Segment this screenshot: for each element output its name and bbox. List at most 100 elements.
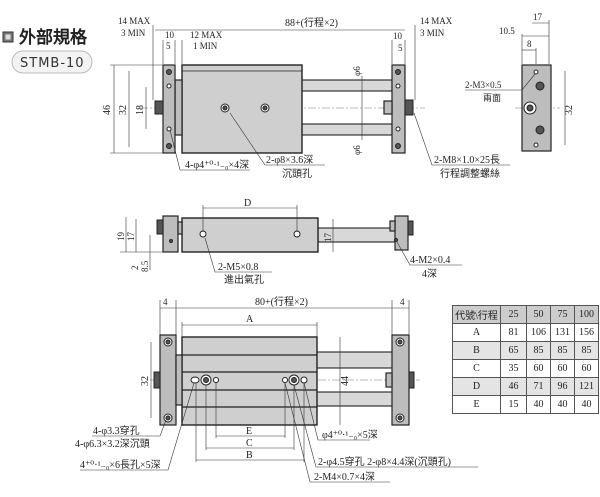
dim-height-18: 18 (135, 105, 146, 115)
bolt (394, 238, 398, 242)
bolt (395, 69, 401, 75)
dim-width-17: 17 (533, 12, 543, 22)
note-tap-sub: 4深 (422, 268, 437, 280)
table-header-row: 代號\行程 25 50 75 100 (452, 305, 599, 324)
dim-right-max: 14 MAX (420, 16, 453, 26)
note-adjust-screw-sub: 行程調整螺絲 (440, 167, 500, 180)
bolt (291, 377, 297, 383)
table-header-cell: 25 (500, 305, 527, 324)
note-counterbore: 2-φ8×3.6深 (266, 154, 313, 166)
dim-E: E (246, 426, 252, 437)
table-cell: 85 (574, 341, 599, 360)
table-header-cell: 50 (526, 305, 551, 324)
note-tap: 4-M2×0.4 (410, 255, 450, 266)
note-mount-holes: 2-φ4.5穿孔 2-φ8×4.4深(沉頭孔) (318, 455, 451, 468)
hole (282, 377, 288, 383)
table-cell: 121 (574, 377, 599, 396)
dim-left-min: 3 MIN (121, 28, 146, 38)
dim-5-right: 5 (398, 43, 403, 53)
hole (395, 83, 401, 89)
bolt (156, 219, 164, 235)
bolt (165, 339, 171, 345)
hole (395, 126, 401, 132)
table-cell: 60 (526, 359, 551, 378)
bolt (408, 371, 415, 389)
table-header-cell: 代號\行程 (452, 305, 501, 324)
table-cell: 71 (526, 377, 551, 396)
row-code: A (452, 323, 501, 342)
bolt (166, 69, 172, 75)
dim-height-46: 46 (102, 105, 113, 115)
note-port: 2-M5×0.8 (218, 262, 258, 273)
bolt (535, 125, 545, 135)
end-plate-left (162, 64, 176, 154)
dim-right-min: 3 MIN (420, 28, 445, 38)
end-plate-right (391, 334, 410, 426)
table-cell: 40 (526, 395, 551, 414)
table-header-cell: 100 (574, 305, 599, 324)
model-badge (11, 50, 93, 74)
table-cell: 46 (500, 377, 527, 396)
hole (166, 83, 172, 89)
end-plate-right (391, 64, 406, 154)
dimension-line (169, 129, 250, 171)
table-cell: 85 (526, 341, 551, 360)
nut-right (404, 99, 414, 116)
dimension-line (204, 237, 272, 273)
table-cell: 156 (574, 323, 599, 342)
drawing-part (389, 220, 396, 232)
dimension-line (465, 73, 536, 91)
dim-rod-dia-top: φ6 (352, 66, 362, 76)
table-cell: 40 (550, 395, 575, 414)
bolt (397, 415, 403, 421)
note-pin-hole: φ4⁺⁰·¹₋₀×5深 (322, 429, 378, 441)
end-plate-left (159, 334, 177, 426)
top-view: 14 MAX 3 MIN 88+(行程×2) 10 5 12 MAX 1 MIN… (102, 16, 510, 180)
bolt (153, 371, 161, 389)
dim-width-10-5: 10.5 (499, 26, 515, 36)
hole (533, 69, 539, 75)
dim-total-length: 88+(行程×2) (285, 16, 338, 29)
hole (190, 376, 200, 384)
dim-B: B (246, 450, 253, 461)
end-view: 17 10.5 8 2-M3×0.5 兩面 32 (465, 12, 575, 152)
table-cell: 106 (526, 323, 551, 342)
dim-height-32: 32 (564, 105, 575, 115)
dimension-line (293, 384, 478, 468)
dim-C: C (246, 438, 253, 449)
note-m3-sub: 兩面 (483, 93, 501, 103)
bolt (395, 143, 401, 149)
bolt (262, 105, 268, 111)
nut-left (154, 100, 164, 115)
bolt (397, 339, 403, 345)
dim-10-right: 10 (393, 31, 403, 41)
bolt (535, 81, 545, 91)
dim-10-left: 10 (165, 30, 175, 40)
dim-height-17: 17 (126, 232, 136, 242)
table-cell: 60 (574, 359, 599, 378)
dim-height-32: 32 (118, 105, 129, 115)
table-cell: 40 (574, 395, 599, 414)
end-plate-right (394, 215, 409, 251)
hole (533, 142, 539, 148)
note-tap: 2-M4×0.7×4深 (314, 471, 375, 483)
bottom-view: 4 80+(行程×2) 4 A 32 44 E C B 4-φ3.3穿孔 4-φ… (75, 295, 478, 483)
hole (300, 376, 308, 384)
note-slot: 4⁺⁰·¹₋₀×6長孔×5深 (80, 459, 161, 471)
dimension-line (284, 382, 390, 483)
table-cell: 81 (500, 323, 527, 342)
dim-rod-dia-bottom: φ6 (352, 145, 362, 155)
note-pin-holes: 4-φ4⁺⁰·¹₋₀×4深 (185, 159, 249, 171)
rod-bottom (299, 123, 393, 136)
rod-top (299, 79, 393, 92)
table-cell: 15 (500, 395, 527, 414)
bolt (222, 105, 228, 111)
spacer (174, 79, 183, 136)
dim-mid-min: 1 MIN (193, 41, 218, 51)
dim-height-32: 32 (140, 376, 151, 386)
